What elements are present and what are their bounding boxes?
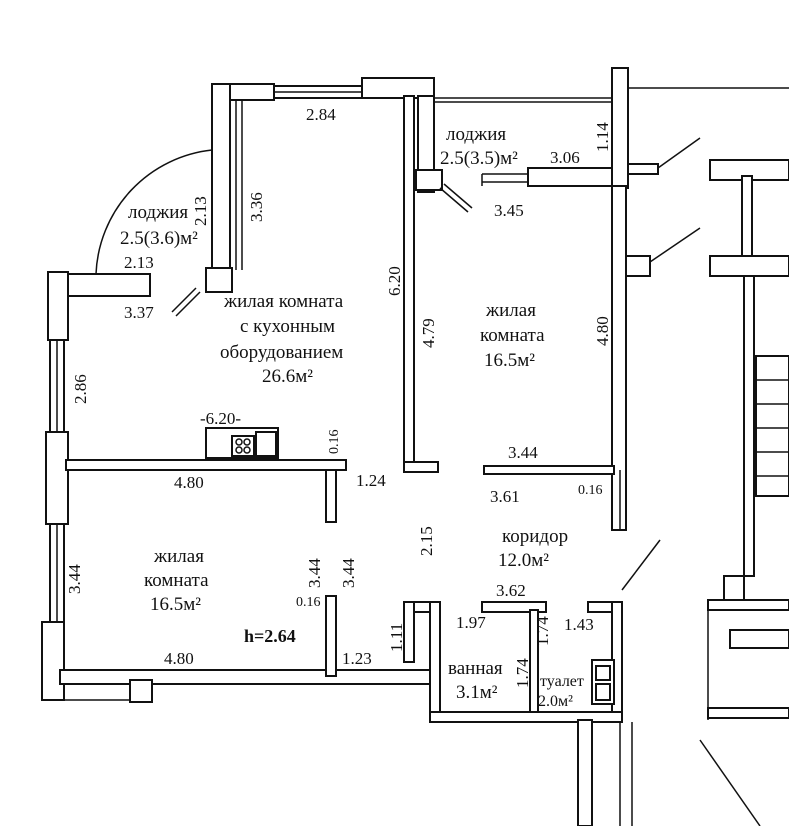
dim-2-15: 2.15: [417, 526, 436, 556]
room-name-kitchen-2: с кухонным: [240, 316, 335, 337]
ceiling-height: h=2.64: [244, 626, 296, 646]
dim-1-97: 1.97: [456, 613, 486, 632]
wall-bath-bottom: [429, 711, 623, 723]
dim-3-62: 3.62: [496, 581, 526, 600]
room-area-bottom: 16.5м²: [150, 594, 201, 615]
dim-1-43: 1.43: [564, 615, 594, 634]
dim-4-80-vertical: 4.80: [593, 316, 612, 346]
room-area-right: 16.5м²: [484, 350, 535, 371]
dim-1-74-a: 1.74: [533, 616, 552, 646]
room-name-toilet: туалет: [540, 673, 584, 690]
room-name-kitchen-1: жилая комната: [223, 291, 344, 312]
column-right: [625, 255, 651, 277]
dim-4-80-b: 4.80: [164, 649, 194, 668]
dim-1-14: 1.14: [593, 122, 612, 152]
dim-1-74-b: 1.74: [513, 658, 532, 688]
wall-kitchen-right: [403, 95, 415, 471]
column-loggia: [415, 169, 443, 191]
wall-bath-left: [429, 601, 441, 723]
dim-0-16-a: 0.16: [327, 430, 342, 455]
dim-0-16-b: 0.16: [578, 483, 603, 498]
room-name-right-2: комната: [480, 325, 545, 346]
dim-1-24: 1.24: [356, 471, 386, 490]
room-name-bottom-1: жилая: [153, 546, 204, 567]
dim-2-13-horizontal: 2.13: [124, 253, 154, 272]
dim-1-23: 1.23: [342, 649, 372, 668]
room-area-toilet: 2.0м²: [538, 693, 573, 710]
wall-kitchen-left: [211, 83, 231, 291]
dim-4-80-a: 4.80: [174, 473, 204, 492]
wall-bottom: [59, 669, 439, 685]
wall-top-mid: [361, 77, 435, 99]
room-area-loggia-top: 2.5(3.5)м²: [440, 148, 518, 169]
dim-6-20-horizontal: -6.20-: [200, 409, 241, 428]
wall-bedroom-right: [325, 595, 337, 677]
dim-2-86: 2.86: [71, 374, 90, 404]
dim-1-11: 1.11: [387, 623, 406, 652]
dim-3-61: 3.61: [490, 487, 520, 506]
dim-0-16-c: 0.16: [296, 595, 321, 610]
wall-bottom-stub: [129, 679, 153, 703]
dim-2-84: 2.84: [306, 105, 336, 124]
room-name-loggia-top: лоджия: [446, 124, 506, 145]
wall-left-mid: [45, 431, 69, 525]
room-name-loggia-left: лоджия: [128, 202, 188, 223]
dim-3-37: 3.37: [124, 303, 154, 322]
room-name-right-1: жилая: [485, 300, 536, 321]
room-labels: лоджия 2.5(3.6)м² лоджия 2.5(3.5)м² жила…: [120, 124, 584, 710]
wall-loggia-bottom: [67, 273, 151, 297]
walls: [41, 67, 789, 826]
room-area-corridor: 12.0м²: [498, 550, 549, 571]
staircase: [699, 159, 789, 826]
room-area-loggia-left: 2.5(3.6)м²: [120, 228, 198, 249]
column-kitchen: [205, 267, 233, 293]
dim-4-79: 4.79: [419, 318, 438, 348]
wall-right-upper: [611, 67, 629, 189]
wall-kitchen-right-foot: [403, 461, 439, 473]
sink: [255, 431, 277, 457]
wall-right-room-right: [611, 185, 627, 531]
wall-loggia-left-col: [417, 95, 435, 193]
dim-3-44-mid-1: 3.44: [305, 558, 324, 588]
room-area-bathroom: 3.1м²: [456, 682, 498, 703]
dimensions: 2.84 1.14 3.06 3.45 2.13 2.13 3.36 3.37 …: [65, 105, 612, 688]
dim-2-13-vertical: 2.13: [191, 196, 210, 226]
wall-bath-top-right: [481, 601, 547, 613]
dim-3-36: 3.36: [247, 192, 266, 222]
dim-3-45: 3.45: [494, 201, 524, 220]
dim-3-06: 3.06: [550, 148, 580, 167]
room-name-kitchen-3: оборудованием: [220, 342, 343, 363]
loggia-left: [95, 149, 473, 317]
wall-bath-left-stub: [403, 601, 415, 663]
dim-3-44-left: 3.44: [65, 564, 84, 594]
dim-6-20-vertical: 6.20: [385, 266, 404, 296]
dim-3-44-mid-2: 3.44: [339, 558, 358, 588]
room-name-bottom-2: комната: [144, 570, 209, 591]
partition-kitchen-bedroom: [65, 459, 347, 471]
wall-left-upper: [47, 271, 69, 341]
stove: [231, 435, 255, 457]
room-name-bathroom: ванная: [448, 658, 503, 679]
partition-right-room-bottom: [483, 465, 615, 475]
partition-stub: [325, 469, 337, 523]
dim-3-44-right: 3.44: [508, 443, 538, 462]
room-name-corridor: коридор: [502, 526, 568, 547]
wall-left-lower: [41, 621, 65, 701]
wall-loggia-right-bottom: [527, 167, 623, 187]
room-area-kitchen: 26.6м²: [262, 366, 313, 387]
